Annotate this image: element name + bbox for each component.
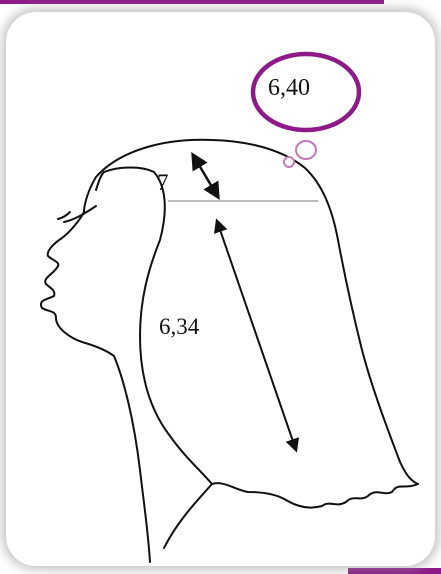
face-profile bbox=[40, 176, 151, 563]
double-arrow-icon bbox=[214, 218, 299, 453]
thought-bubble bbox=[250, 51, 362, 168]
hair-length-label: 6,34 bbox=[159, 314, 200, 339]
bottom-accent-bar bbox=[348, 568, 441, 574]
top-measure-label: 7 bbox=[157, 170, 169, 195]
thought-bubble-label: 6,40 bbox=[268, 75, 310, 101]
double-arrow-icon bbox=[191, 151, 220, 201]
top-accent-bar bbox=[0, 0, 384, 4]
hair-outline bbox=[95, 138, 419, 549]
